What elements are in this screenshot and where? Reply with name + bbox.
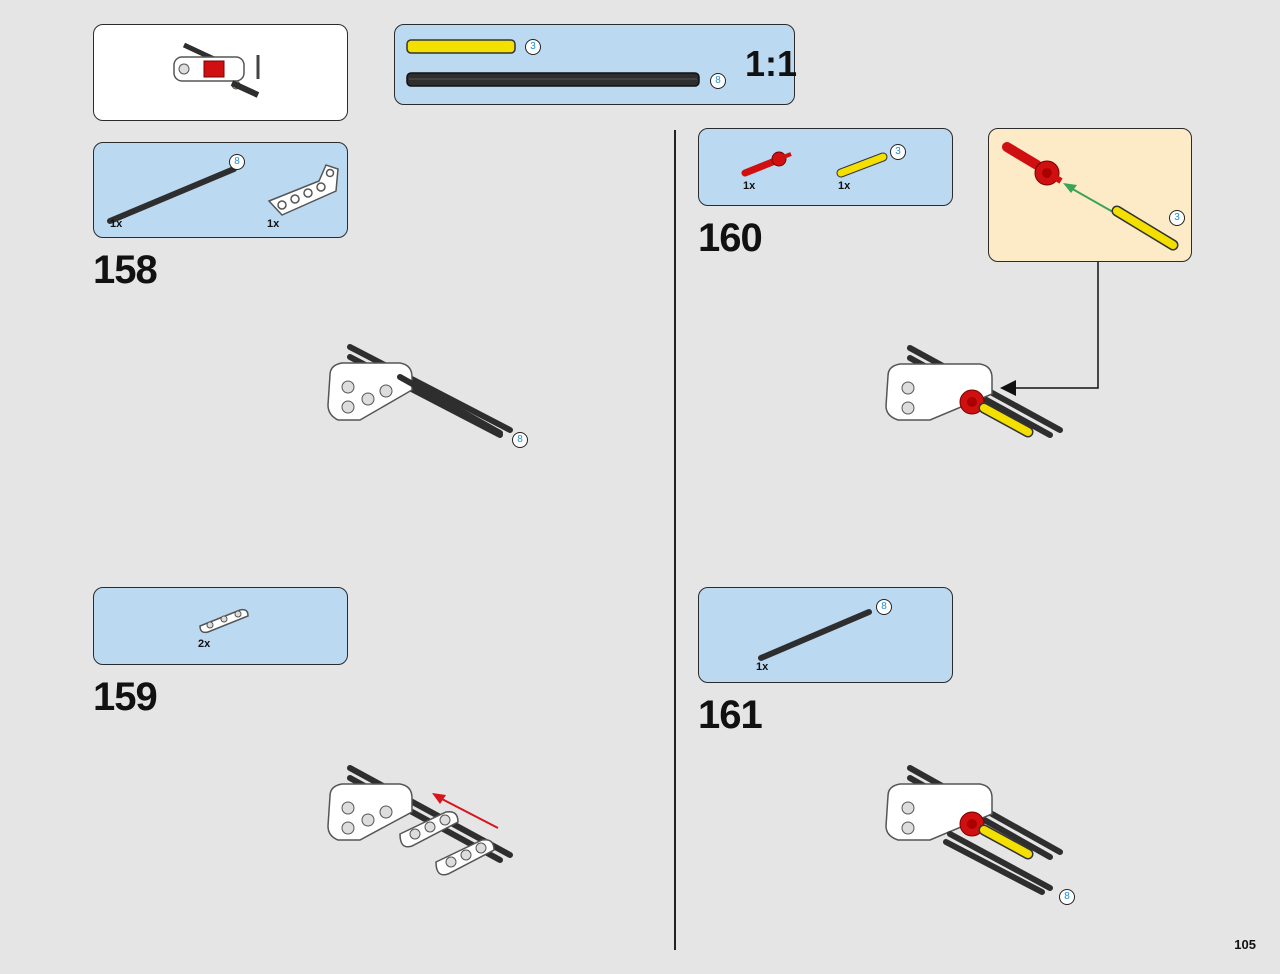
yellow-axle-scale-icon — [406, 39, 516, 54]
thin-beam-icon — [199, 608, 249, 634]
part-quantity: 1x — [743, 180, 756, 192]
axle-length-badge: 3 — [1169, 210, 1185, 226]
step-number: 158 — [93, 248, 158, 292]
step-number: 160 — [698, 216, 763, 260]
part-quantity: 1x — [110, 218, 123, 230]
step-161-assembly-illustration — [885, 765, 1063, 895]
axle-length-badge: 8 — [512, 432, 528, 448]
step-159-assembly-illustration — [327, 765, 513, 876]
part-quantity: 1x — [267, 218, 280, 230]
previous-assembly-box — [93, 24, 348, 121]
black-axle-icon — [107, 166, 237, 224]
step-158-parts-box: 8 1x 1x — [93, 142, 348, 238]
axle-length-badge: 8 — [876, 599, 892, 615]
part-quantity: 1x — [756, 661, 769, 673]
previous-assembly-illustration — [173, 42, 260, 98]
step-160-parts-box: 1x 3 1x — [698, 128, 953, 206]
axle-length-badge: 8 — [229, 154, 245, 170]
axle-length-badge: 8 — [1059, 889, 1075, 905]
step-160-assembly-illustration — [885, 345, 1063, 438]
part-quantity: 1x — [838, 180, 851, 192]
axle-length-badge: 3 — [525, 39, 541, 55]
scale-reference-box: 3 8 1:1 — [394, 24, 798, 105]
black-axle-icon — [758, 609, 872, 661]
red-pin-icon — [741, 151, 792, 177]
part-quantity: 2x — [198, 638, 211, 650]
scale-label: 1:1 — [745, 43, 798, 84]
axle-length-badge: 8 — [710, 73, 726, 89]
beam-icon — [267, 164, 339, 216]
page-divider — [674, 130, 676, 950]
step-number: 161 — [698, 693, 763, 737]
yellow-axle-icon — [836, 152, 888, 178]
axle-length-badge: 3 — [890, 144, 906, 160]
step-number: 159 — [93, 675, 158, 719]
step-161-parts-box: 8 1x — [698, 587, 953, 683]
callout-connector-arrow — [1000, 262, 1099, 396]
step-160-callout-box: 3 — [988, 128, 1192, 262]
black-axle-scale-icon — [406, 72, 700, 87]
step-159-parts-box: 2x — [93, 587, 348, 665]
sub-assembly-illustration — [1002, 142, 1179, 251]
step-158-assembly-illustration — [327, 344, 513, 438]
page-number: 105 — [1234, 937, 1256, 952]
